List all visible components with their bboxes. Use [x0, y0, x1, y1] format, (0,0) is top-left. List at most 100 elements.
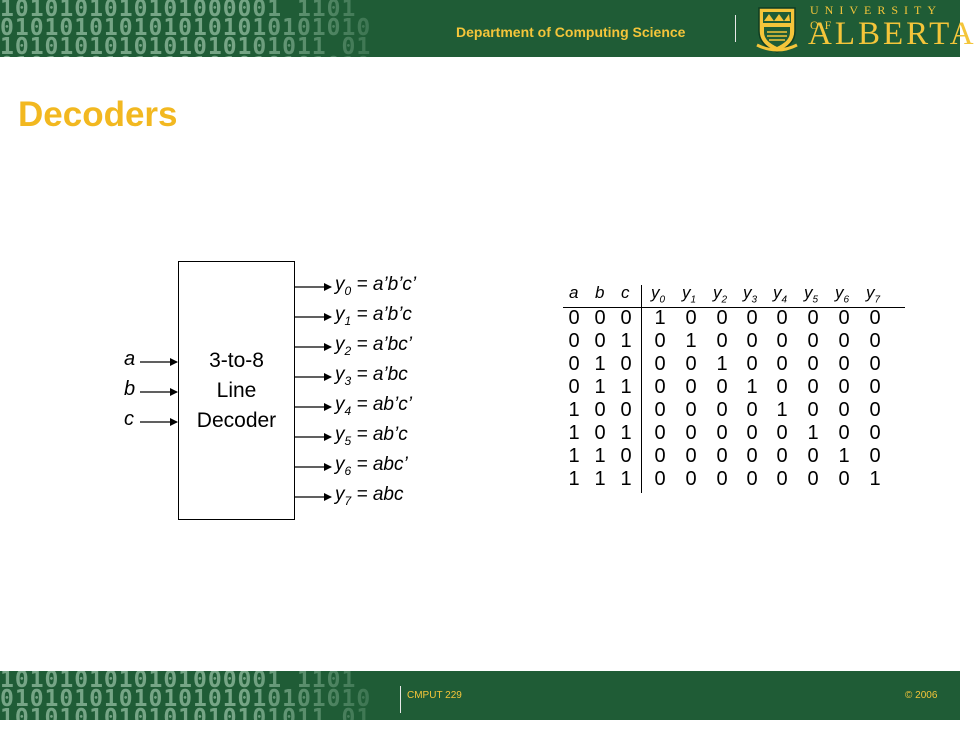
truth-table-cell: 0 — [654, 445, 666, 467]
truth-table-cell: 0 — [716, 468, 728, 490]
university-name: ALBERTA — [808, 16, 977, 52]
truth-table-header-output: y7 — [866, 283, 881, 306]
truth-table-header-rule — [563, 307, 905, 308]
truth-table-cell: 0 — [838, 353, 850, 375]
truth-table-cell: 0 — [776, 422, 788, 444]
truth-table-cell: 0 — [594, 330, 606, 352]
truth-table-header-output: y4 — [773, 283, 788, 306]
truth-table-cell: 0 — [776, 353, 788, 375]
decoder-label-line: Decoder — [196, 409, 277, 432]
truth-table-cell: 0 — [838, 376, 850, 398]
truth-table-cell: 0 — [654, 376, 666, 398]
truth-table-cell: 0 — [594, 422, 606, 444]
output-equation: y3 = a’bc — [335, 364, 408, 388]
truth-table-cell: 0 — [654, 422, 666, 444]
truth-table-cell: 0 — [594, 307, 606, 329]
truth-table-cell: 1 — [620, 468, 632, 490]
truth-table-cell: 0 — [716, 422, 728, 444]
truth-table-cell: 0 — [776, 307, 788, 329]
truth-table-cell: 0 — [746, 330, 758, 352]
decoder-block — [178, 261, 295, 520]
truth-table-cell: 0 — [838, 399, 850, 421]
output-equation: y2 = a’bc’ — [335, 334, 412, 358]
truth-table-cell: 1 — [654, 307, 666, 329]
slide-title: Decoders — [18, 95, 178, 134]
truth-table-cell: 0 — [620, 307, 632, 329]
decoder-label-line: Line — [216, 379, 257, 402]
truth-table-cell: 0 — [869, 376, 881, 398]
truth-table-cell: 0 — [685, 307, 697, 329]
truth-table-header-output: y1 — [682, 283, 697, 306]
truth-table-cell: 0 — [838, 330, 850, 352]
truth-table-cell: 0 — [807, 307, 819, 329]
truth-table-cell: 1 — [807, 422, 819, 444]
decoder-label: 3-to-8 Line Decoder — [178, 346, 295, 436]
truth-table-header-input: c — [621, 283, 630, 302]
truth-table-header-input: a — [569, 283, 579, 302]
truth-table-cell: 0 — [869, 445, 881, 467]
truth-table-cell: 0 — [685, 376, 697, 398]
truth-table-cell: 0 — [620, 445, 632, 467]
truth-table-cell: 0 — [807, 353, 819, 375]
truth-table-cell: 0 — [654, 399, 666, 421]
decoder-label-line: 3-to-8 — [209, 349, 264, 372]
truth-table-cell: 1 — [776, 399, 788, 421]
truth-table-cell: 0 — [838, 307, 850, 329]
output-equation: y5 = ab’c — [335, 424, 408, 448]
truth-table-cell: 0 — [838, 422, 850, 444]
truth-table-cell: 1 — [568, 399, 580, 421]
truth-table-cell: 0 — [869, 422, 881, 444]
input-label-c: c — [124, 408, 134, 430]
truth-table-cell: 0 — [776, 468, 788, 490]
truth-table-header-output: y3 — [743, 283, 758, 306]
truth-table-cell: 0 — [807, 330, 819, 352]
truth-table-header-output: y2 — [713, 283, 728, 306]
truth-table-cell: 0 — [568, 330, 580, 352]
truth-table-cell: 0 — [869, 353, 881, 375]
decoder-wiring — [140, 283, 332, 501]
truth-table-cell: 1 — [620, 422, 632, 444]
university-crest-icon — [756, 7, 798, 53]
truth-table-cell: 0 — [685, 399, 697, 421]
truth-table-cell: 1 — [838, 445, 850, 467]
truth-table-divider — [641, 285, 642, 493]
truth-table-cell: 0 — [869, 399, 881, 421]
truth-table-cell: 0 — [807, 399, 819, 421]
truth-table-cell: 1 — [620, 330, 632, 352]
output-equation: y6 = abc’ — [335, 454, 408, 478]
truth-table-cell: 0 — [746, 445, 758, 467]
truth-table-cell: 0 — [746, 468, 758, 490]
truth-table-cell: 0 — [685, 445, 697, 467]
truth-table-cell: 1 — [594, 376, 606, 398]
truth-table-cell: 0 — [685, 422, 697, 444]
truth-table-cell: 0 — [716, 330, 728, 352]
truth-table-cell: 0 — [620, 399, 632, 421]
output-equation: y7 = abc — [335, 484, 404, 508]
input-label-a: a — [124, 348, 136, 370]
truth-table-cell: 0 — [716, 445, 728, 467]
truth-table-cell: 1 — [568, 422, 580, 444]
truth-table-cell: 1 — [716, 353, 728, 375]
truth-table-header-output: y0 — [651, 283, 666, 306]
output-equation: y0 = a’b’c’ — [335, 274, 417, 298]
truth-table-cell: 1 — [568, 468, 580, 490]
truth-table-cell: 0 — [620, 353, 632, 375]
footer-banner: 1010101010101000001 1101 010101010101010… — [0, 667, 960, 750]
truth-table-cell: 0 — [716, 376, 728, 398]
truth-table-cell: 0 — [807, 376, 819, 398]
truth-table-cell: 0 — [716, 307, 728, 329]
copyright-text: © 2006 — [905, 690, 938, 701]
truth-table-cell: 0 — [746, 399, 758, 421]
binary-background: 1010101010101000001 1101 010101010101010… — [0, 667, 372, 750]
truth-table-cell: 0 — [594, 399, 606, 421]
truth-table-cell: 0 — [654, 468, 666, 490]
truth-table-cell: 0 — [776, 445, 788, 467]
truth-table-cell: 0 — [838, 468, 850, 490]
footer-divider — [400, 686, 401, 713]
truth-table-cell: 0 — [568, 376, 580, 398]
truth-table-cell: 0 — [654, 353, 666, 375]
truth-table-header-output: y6 — [835, 283, 850, 306]
truth-table-cell: 0 — [685, 468, 697, 490]
university-of-text: UNIVERSITY OF — [810, 3, 942, 32]
truth-table-cell: 0 — [568, 307, 580, 329]
